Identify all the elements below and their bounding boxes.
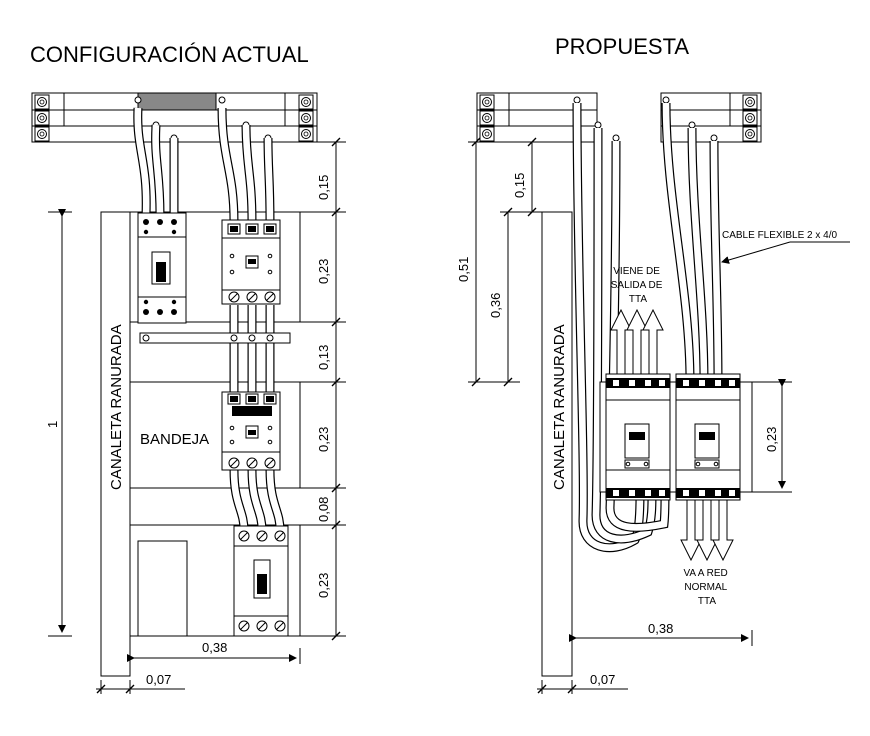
- right-dim-breaker: 0,23: [752, 379, 792, 493]
- svg-text:0,36: 0,36: [488, 293, 503, 318]
- left-dim-total: 1: [45, 209, 72, 637]
- left-title: CONFIGURACIÓN ACTUAL: [30, 42, 309, 67]
- svg-text:0,23: 0,23: [316, 573, 331, 598]
- incoming-note: VIENE DE SALIDA DE TTA: [611, 266, 665, 305]
- right-incoming-arrows: [610, 308, 664, 383]
- svg-text:1: 1: [45, 421, 60, 428]
- svg-text:0,23: 0,23: [764, 427, 779, 452]
- outgoing-note: VA A RED NORMAL TTA: [683, 568, 730, 607]
- left-contactor-1: [221, 219, 281, 305]
- right-dim-channel: 0,07: [537, 672, 628, 694]
- svg-text:CABLE FLEXIBLE 2 x 4/0: CABLE FLEXIBLE 2 x 4/0: [722, 230, 837, 241]
- svg-text:0,15: 0,15: [512, 173, 527, 198]
- left-configuration: CANALETA RANURADA BANDEJA: [31, 92, 346, 694]
- left-dim-width: 0,38: [127, 640, 301, 664]
- right-canaleta: [541, 211, 573, 677]
- right-breaker-a: [605, 373, 671, 501]
- left-tray-label: BANDEJA: [140, 431, 209, 448]
- svg-text:0,23: 0,23: [316, 259, 331, 284]
- left-lower-breaker: [233, 525, 289, 637]
- svg-text:0,07: 0,07: [590, 672, 615, 687]
- right-busbar: [476, 92, 762, 143]
- left-canaleta: [100, 211, 131, 677]
- right-cables: [572, 102, 723, 553]
- left-contactor-2: [221, 391, 281, 471]
- svg-text:0,08: 0,08: [316, 497, 331, 522]
- right-proposal: CANALETA RANURADA: [456, 92, 850, 694]
- svg-text:0,15: 0,15: [316, 175, 331, 200]
- svg-text:0,38: 0,38: [202, 640, 227, 655]
- right-dim-width: 0,38: [569, 621, 753, 646]
- left-dim-channel: 0,07: [96, 672, 185, 694]
- right-dims-left: 0,51 0,15 0,36: [456, 137, 542, 387]
- right-title: PROPUESTA: [555, 34, 689, 59]
- svg-text:0,23: 0,23: [316, 427, 331, 452]
- svg-text:0,51: 0,51: [456, 257, 471, 282]
- svg-text:0,13: 0,13: [316, 345, 331, 370]
- left-plates: [130, 211, 301, 637]
- right-channel-label: CANALETA RANURADA: [551, 324, 568, 490]
- right-outgoing-arrows: [680, 495, 734, 562]
- left-channel-label: CANALETA RANURADA: [108, 324, 125, 490]
- left-main-breaker: [137, 212, 187, 324]
- left-busbar: [31, 92, 318, 143]
- svg-text:0,38: 0,38: [648, 621, 673, 636]
- svg-text:0,07: 0,07: [146, 672, 171, 687]
- right-breaker-b: [675, 373, 741, 501]
- left-dims-right: 0,15 0,23 0,13 0,23 0,08 0,23: [300, 137, 346, 641]
- left-cables: [133, 107, 291, 531]
- cable-note: CABLE FLEXIBLE 2 x 4/0: [721, 230, 850, 264]
